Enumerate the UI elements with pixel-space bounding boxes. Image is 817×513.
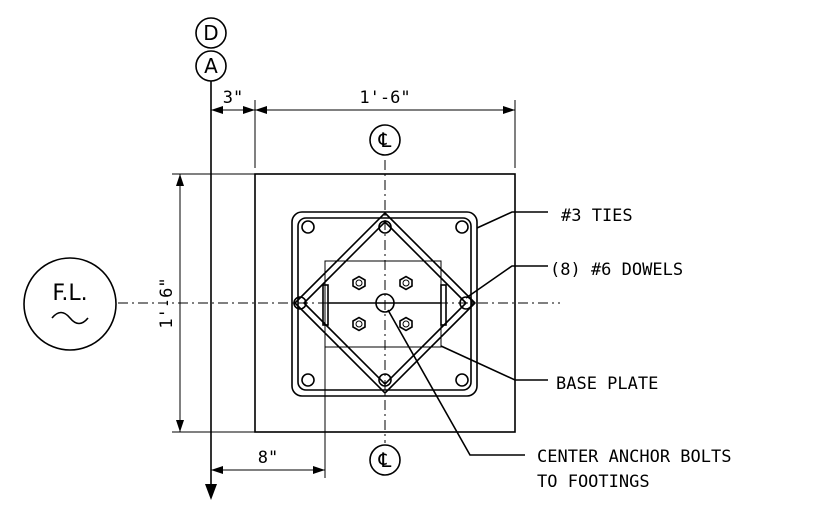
base-plate bbox=[324, 260, 442, 348]
centerline-top-label: ℄ bbox=[378, 128, 392, 152]
arrow-down-icon bbox=[205, 484, 217, 500]
top-dimensions: 3" 1'-6" bbox=[211, 88, 516, 168]
dimension-bolt-offset: 8" bbox=[258, 448, 278, 468]
anchor-bolt bbox=[352, 316, 366, 332]
leaders: #3 TIES (8) #6 DOWELS BASE PLATE CENTER … bbox=[387, 206, 731, 492]
dimension-offset: 3" bbox=[223, 88, 243, 108]
label-ties: #3 TIES bbox=[561, 206, 633, 226]
fl-callout-label: F.L. bbox=[52, 281, 87, 306]
dimension-width: 1'-6" bbox=[359, 88, 410, 108]
concrete-pier-outline bbox=[254, 173, 516, 433]
label-anchor-line1: CENTER ANCHOR BOLTS bbox=[537, 447, 731, 467]
grid-line bbox=[205, 81, 217, 500]
centerline-top-icon bbox=[369, 124, 401, 156]
anchor-bolt bbox=[399, 316, 413, 332]
dowel bbox=[378, 373, 392, 387]
label-anchor-line2: TO FOOTINGS bbox=[537, 472, 650, 492]
anchor-bolt bbox=[352, 275, 366, 291]
label-base-plate: BASE PLATE bbox=[556, 374, 658, 394]
dowel bbox=[455, 220, 469, 234]
grid-label-a: A bbox=[204, 54, 218, 78]
grid-bubbles: D A bbox=[195, 17, 227, 82]
grid-label-d: D bbox=[203, 21, 218, 45]
label-dowels: (8) #6 DOWELS bbox=[550, 260, 683, 280]
grid-bubble-d bbox=[195, 17, 227, 49]
dowel bbox=[455, 373, 469, 387]
fl-callout: F.L. bbox=[23, 257, 117, 351]
bottom-dimension: 8" bbox=[211, 320, 326, 478]
centerline-bottom-label: ℄ bbox=[378, 448, 392, 472]
dowel bbox=[378, 220, 392, 234]
dowel-bars bbox=[293, 220, 473, 387]
dowel bbox=[301, 220, 315, 234]
tilde-icon bbox=[51, 311, 89, 325]
center-anchor-bolt bbox=[375, 293, 395, 313]
anchor-bolt bbox=[399, 275, 413, 291]
dowel bbox=[459, 296, 473, 310]
dowel bbox=[293, 296, 307, 310]
centerline-bottom-icon bbox=[369, 444, 401, 476]
anchor-bolts bbox=[352, 275, 413, 332]
column-section bbox=[322, 284, 447, 326]
dowel bbox=[301, 373, 315, 387]
centerline-markers: ℄ ℄ bbox=[118, 124, 560, 476]
square-ties bbox=[291, 211, 478, 397]
